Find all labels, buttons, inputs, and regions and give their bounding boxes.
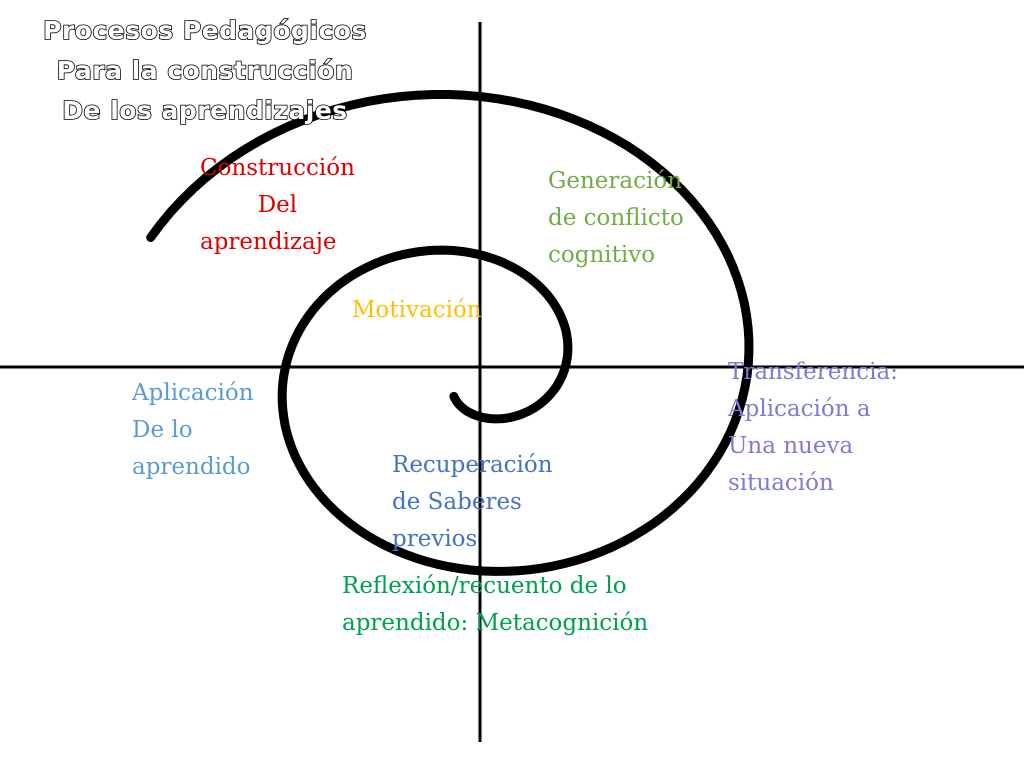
label-line: Aplicación <box>132 380 254 406</box>
label-line: De lo <box>132 417 193 443</box>
label-line: Recuperación <box>392 452 553 478</box>
label-motivacion: Motivación <box>352 292 482 329</box>
label-line: Del <box>257 192 298 218</box>
label-line: Motivación <box>352 297 482 323</box>
label-line: aprendizaje <box>200 229 337 255</box>
label-line: de conflicto <box>548 205 684 231</box>
label-aplicacion: Aplicación De lo aprendido <box>132 375 254 486</box>
label-line: de Saberes <box>392 489 522 515</box>
label-construccion: Construcción Del aprendizaje <box>200 150 355 261</box>
label-line: Aplicación a <box>728 396 871 422</box>
spiral-curve <box>146 90 754 576</box>
title-line-2: Para la construcción <box>56 55 354 86</box>
label-reflexion: Reflexión/recuento de lo aprendido: Meta… <box>342 568 648 642</box>
label-line: Una nueva <box>728 433 854 459</box>
label-recuperacion: Recuperación de Saberes previos <box>392 447 553 558</box>
label-line: aprendido: Metacognición <box>342 610 649 636</box>
label-transferencia: Transferencia: Aplicación a Una nueva si… <box>728 354 898 502</box>
label-generacion: Generación de conflicto cognitivo <box>548 163 684 274</box>
label-line: situación <box>728 470 834 496</box>
title-line-1: Procesos Pedagógicos <box>42 15 367 46</box>
label-line: previos <box>392 526 478 552</box>
label-line: Generación <box>548 168 683 194</box>
label-line: cognitivo <box>548 242 656 268</box>
label-line: Transferencia: <box>728 359 898 385</box>
label-line: aprendido <box>132 454 251 480</box>
title-line-3: De los aprendizajes <box>61 95 348 126</box>
label-line: Reflexión/recuento de lo <box>342 573 627 599</box>
label-line: Construcción <box>200 155 355 181</box>
